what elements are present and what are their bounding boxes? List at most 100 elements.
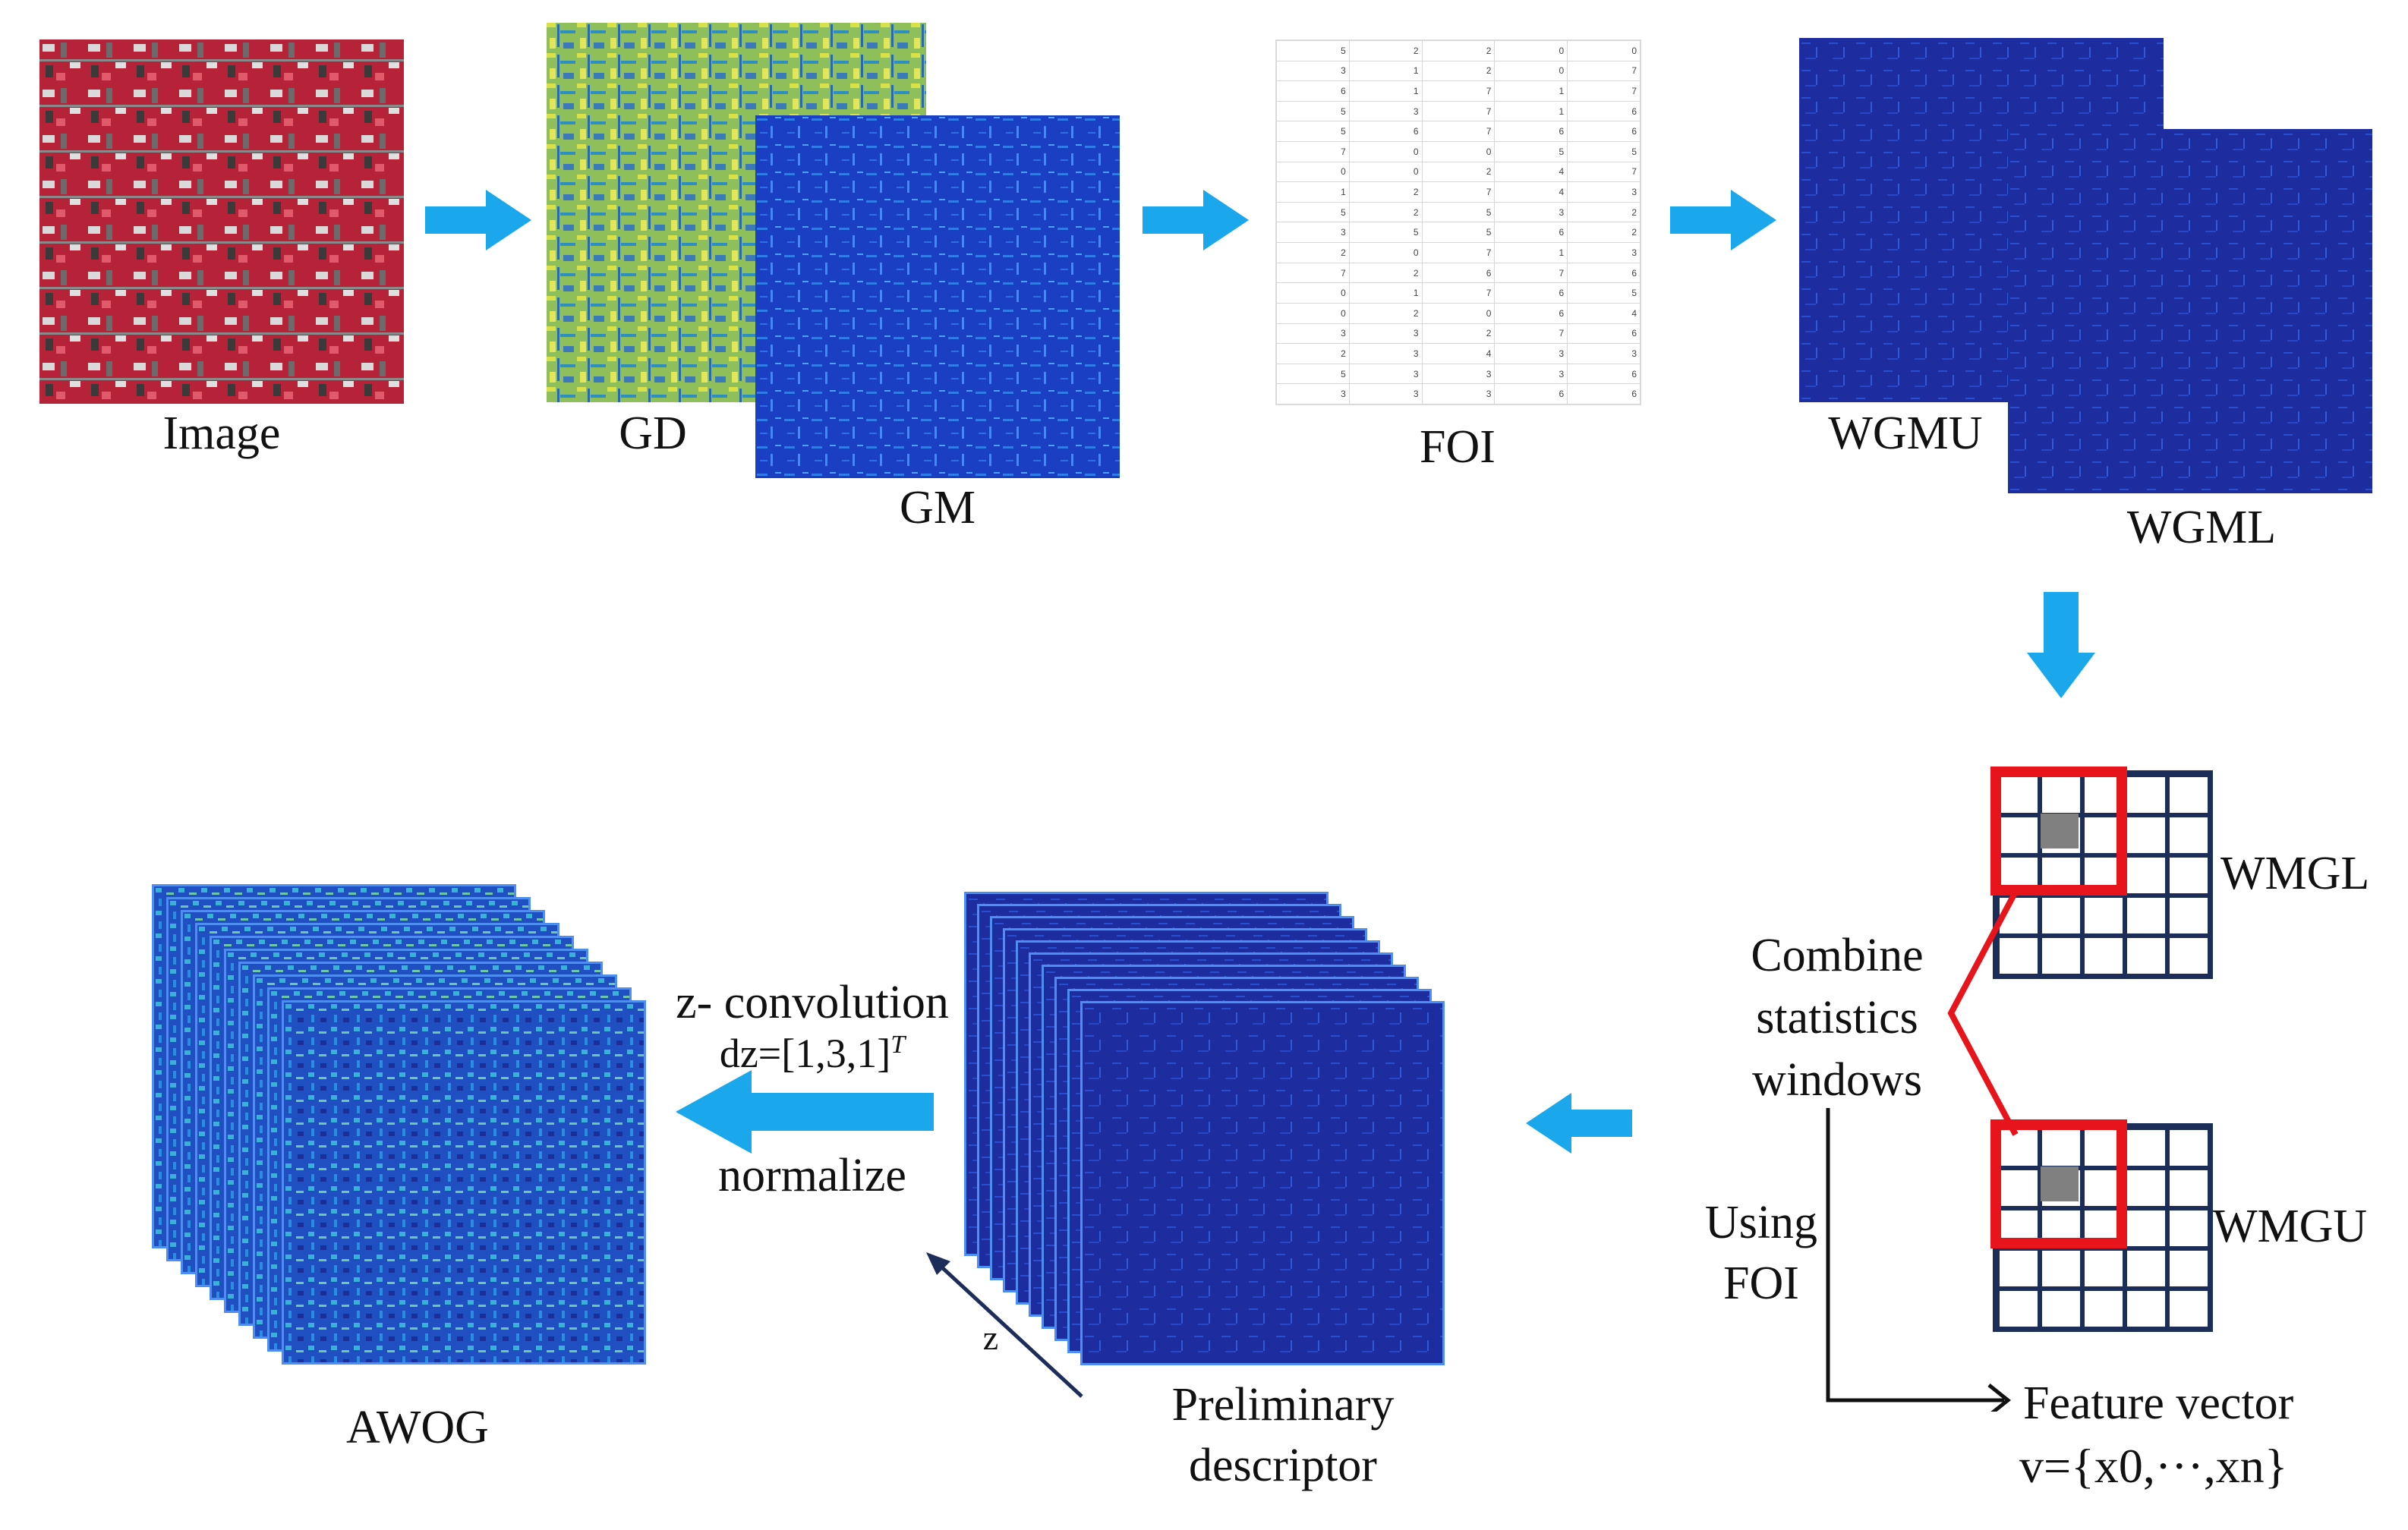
foi-table-cell: 6 bbox=[1567, 363, 1641, 385]
wgml-label: WGML bbox=[2126, 502, 2277, 553]
wgmu-label: WGMU bbox=[1828, 408, 1983, 459]
foi-table-cell: 5 bbox=[1567, 282, 1641, 304]
grid-cell bbox=[2167, 774, 2211, 816]
foi-table-cell: 7 bbox=[1421, 282, 1496, 304]
grid-cell bbox=[2124, 1207, 2168, 1249]
foi-table-cell: 5 bbox=[1276, 40, 1350, 61]
foi-table-cell: 0 bbox=[1276, 161, 1350, 183]
foi-table-cell: 7 bbox=[1421, 181, 1496, 203]
foi-table-cell: 7 bbox=[1494, 262, 1568, 284]
foi-table-cell: 1 bbox=[1276, 181, 1350, 203]
grid-cell bbox=[2124, 774, 2168, 816]
foi-table-cell: 2 bbox=[1348, 181, 1423, 203]
foi-table-cell: 0 bbox=[1348, 161, 1423, 183]
foi-table-cell: 2 bbox=[1348, 262, 1423, 284]
foi-table-cell: 2 bbox=[1567, 201, 1641, 223]
foi-table-cell: 3 bbox=[1348, 383, 1423, 405]
foi-table-cell: 6 bbox=[1421, 262, 1496, 284]
foi-table-cell: 0 bbox=[1567, 40, 1641, 61]
feature-vector-formula: v={x0,···,xn} bbox=[2019, 1442, 2369, 1491]
combine-connector bbox=[1947, 890, 2019, 1136]
grid-cell bbox=[2082, 1288, 2126, 1330]
foi-table-cell: 5 bbox=[1421, 201, 1496, 223]
foi-table-cell: 7 bbox=[1421, 242, 1496, 263]
grid-cell bbox=[2167, 1248, 2211, 1289]
wmgu-center-cell bbox=[2041, 1166, 2079, 1201]
combine-label-1: Combine bbox=[1751, 930, 1924, 981]
foi-table-cell: 5 bbox=[1276, 363, 1350, 385]
foi-table-cell: 4 bbox=[1567, 302, 1641, 324]
foi-table-cell: 4 bbox=[1494, 161, 1568, 183]
foi-table-cell: 1 bbox=[1348, 282, 1423, 304]
grid-cell bbox=[2082, 895, 2126, 937]
foi-table-cell: 7 bbox=[1567, 80, 1641, 102]
grid-cell bbox=[2124, 1167, 2168, 1209]
zconv-label-2: dz=[1,3,1]T bbox=[719, 1031, 906, 1076]
foi-table-cell: 5 bbox=[1567, 141, 1641, 162]
foi-table-cell: 5 bbox=[1421, 222, 1496, 244]
grid-cell bbox=[2082, 1248, 2126, 1289]
foi-table-cell: 0 bbox=[1421, 141, 1496, 162]
wmgu-window-highlight bbox=[1990, 1119, 2127, 1248]
using-label-1: Using bbox=[1704, 1197, 1818, 1248]
foi-table-cell: 2 bbox=[1421, 40, 1496, 61]
using-label-2: FOI bbox=[1723, 1258, 1799, 1309]
grid-cell bbox=[2124, 1288, 2168, 1330]
foi-table-cell: 2 bbox=[1348, 201, 1423, 223]
grid-cell bbox=[2167, 1288, 2211, 1330]
foi-table-cell: 3 bbox=[1567, 181, 1641, 203]
foi-table-cell: 3 bbox=[1276, 222, 1350, 244]
gm-label: GM bbox=[900, 482, 975, 534]
foi-table-cell: 6 bbox=[1567, 262, 1641, 284]
grid-cell bbox=[2124, 1127, 2168, 1169]
foi-table-cell: 4 bbox=[1494, 181, 1568, 203]
grid-cell bbox=[2167, 1127, 2211, 1169]
foi-table-cell: 3 bbox=[1276, 383, 1350, 405]
foi-table-cell: 3 bbox=[1494, 201, 1568, 223]
foi-table-cell: 5 bbox=[1276, 121, 1350, 143]
foi-table-cell: 2 bbox=[1348, 302, 1423, 324]
foi-table-cell: 2 bbox=[1276, 242, 1350, 263]
combine-label-2: statistics bbox=[1756, 992, 1918, 1044]
foi-table-cell: 6 bbox=[1494, 383, 1568, 405]
foi-table-cell: 7 bbox=[1567, 161, 1641, 183]
foi-table-cell: 7 bbox=[1567, 60, 1641, 82]
grid-cell bbox=[2039, 1288, 2083, 1330]
foi-table-cell: 3 bbox=[1421, 363, 1496, 385]
grid-cell bbox=[2124, 1248, 2168, 1289]
foi-table-cell: 6 bbox=[1567, 323, 1641, 345]
grid-cell bbox=[2124, 935, 2168, 977]
grid-cell bbox=[2039, 895, 2083, 937]
feature-vector-connector bbox=[1826, 1108, 2012, 1412]
gm-image bbox=[755, 115, 1120, 478]
foi-table-cell: 2 bbox=[1348, 40, 1423, 61]
foi-table-cell: 6 bbox=[1494, 121, 1568, 143]
preliminary-label-1: Preliminary bbox=[1171, 1379, 1395, 1431]
wmgl-center-cell bbox=[2041, 814, 2079, 848]
foi-table-cell: 0 bbox=[1348, 141, 1423, 162]
foi-table-cell: 5 bbox=[1348, 222, 1423, 244]
foi-table-cell: 1 bbox=[1494, 80, 1568, 102]
wmgu-label: WMGU bbox=[2213, 1201, 2368, 1252]
grid-cell bbox=[2167, 1167, 2211, 1209]
grid-cell bbox=[2039, 1248, 2083, 1289]
foi-table-cell: 3 bbox=[1276, 323, 1350, 345]
foi-table-cell: 1 bbox=[1348, 80, 1423, 102]
foi-table-cell: 0 bbox=[1276, 282, 1350, 304]
foi-table-cell: 4 bbox=[1421, 343, 1496, 364]
foi-table-cell: 6 bbox=[1567, 121, 1641, 143]
grid-cell bbox=[2082, 935, 2126, 977]
normalize-label: normalize bbox=[718, 1150, 906, 1201]
foi-table-cell: 6 bbox=[1276, 80, 1350, 102]
foi-table-cell: 0 bbox=[1494, 60, 1568, 82]
